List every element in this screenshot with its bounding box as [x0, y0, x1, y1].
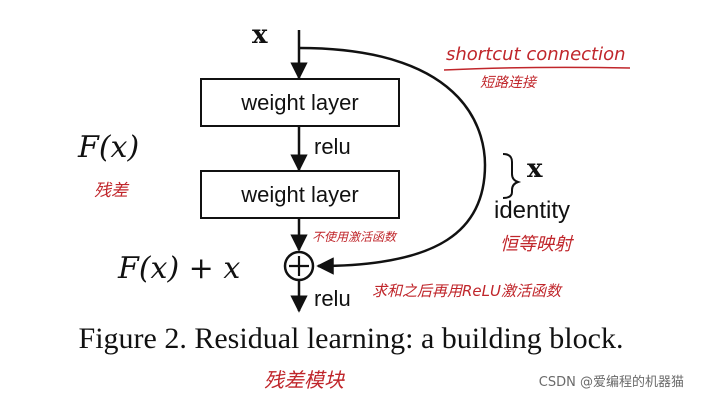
weight-layer-1: weight layer [200, 78, 400, 127]
shortcut-connection-curve [298, 46, 487, 275]
identity-brace [502, 153, 522, 199]
no-activation-annotation: 不使用激活函数 [312, 230, 397, 244]
relu-1-label: relu [314, 134, 351, 159]
figure-caption: Figure 2. Residual learning: a building … [78, 322, 624, 355]
shortcut-connection-cn-annotation: 短路连接 [480, 75, 536, 91]
relu-2-label: relu [314, 286, 351, 311]
input-x-label: x [252, 20, 268, 50]
shortcut-underline [443, 66, 631, 71]
csdn-watermark: CSDN @爱编程的机器猫 [538, 375, 684, 390]
identity-x-label: x [527, 154, 543, 184]
identity-cn-annotation: 恒等映射 [500, 234, 572, 255]
residual-cn-annotation: 残差 [94, 181, 128, 201]
block-cn-annotation: 残差模块 [264, 368, 344, 392]
sum-relu-annotation: 求和之后再用ReLU激活函数 [372, 282, 561, 300]
weight-layer-2: weight layer [200, 170, 400, 219]
sum-expression-label: F(x) + x [118, 251, 241, 286]
fx-label: F(x) [78, 130, 140, 165]
identity-label: identity [494, 197, 571, 224]
shortcut-connection-annotation: shortcut connection [446, 44, 626, 65]
